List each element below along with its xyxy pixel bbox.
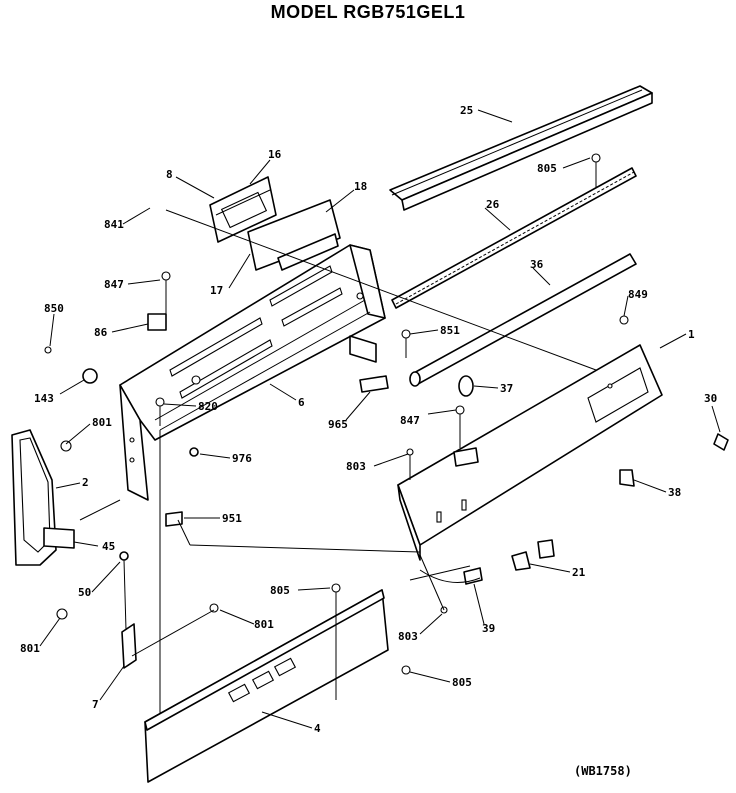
label-851: 851 — [440, 324, 460, 337]
part-25-trim — [389, 85, 653, 211]
part-18-panel — [247, 199, 341, 271]
label-805-right: 805 — [452, 676, 472, 689]
label-803-lower: 803 — [398, 630, 418, 643]
reference-lines — [79, 209, 597, 714]
label-36: 36 — [530, 258, 544, 271]
label-38: 38 — [668, 486, 681, 499]
label-803-mid: 803 — [346, 460, 366, 473]
label-849: 849 — [628, 288, 648, 301]
label-847-left: 847 — [104, 278, 124, 291]
label-805-bottom: 805 — [270, 584, 290, 597]
label-39: 39 — [482, 622, 495, 635]
label-37: 37 — [500, 382, 513, 395]
part-36-rod — [409, 253, 637, 387]
label-951: 951 — [222, 512, 242, 525]
label-801-lower: 801 — [20, 642, 40, 655]
part-6-backguard — [119, 244, 386, 501]
part-1-control-panel — [397, 344, 663, 561]
label-801-left: 801 — [92, 416, 112, 429]
label-8: 8 — [166, 168, 173, 181]
label-86: 86 — [94, 326, 108, 339]
label-805-top: 805 — [537, 162, 557, 175]
label-1: 1 — [688, 328, 695, 341]
part-16-module — [209, 176, 277, 243]
label-25: 25 — [460, 104, 473, 117]
drawing-code: (WB1758) — [574, 764, 632, 778]
label-965: 965 — [328, 418, 348, 431]
part-labels: 25 805 8 16 18 841 26 17 847 36 849 850 … — [20, 104, 717, 735]
label-leaders — [39, 109, 721, 729]
part-45-bracket — [43, 527, 75, 549]
label-45: 45 — [102, 540, 115, 553]
label-801-right: 801 — [254, 618, 274, 631]
label-18: 18 — [354, 180, 367, 193]
label-850: 850 — [44, 302, 64, 315]
label-847-right: 847 — [400, 414, 420, 427]
label-21: 21 — [572, 566, 586, 579]
label-143: 143 — [34, 392, 54, 405]
label-820: 820 — [198, 400, 218, 413]
hardware — [44, 153, 729, 700]
part-4-lower-panel — [144, 589, 389, 783]
model-title: MODEL RGB751GEL1 — [270, 2, 466, 22]
label-976: 976 — [232, 452, 252, 465]
label-50: 50 — [78, 586, 91, 599]
label-7: 7 — [92, 698, 99, 711]
label-6: 6 — [298, 396, 305, 409]
label-4: 4 — [314, 722, 321, 735]
label-16: 16 — [268, 148, 282, 161]
label-30: 30 — [704, 392, 717, 405]
label-26: 26 — [486, 198, 500, 211]
part-7-bracket — [121, 623, 137, 669]
label-2: 2 — [82, 476, 89, 489]
part-26-rail — [391, 167, 637, 309]
label-841: 841 — [104, 218, 124, 231]
label-17: 17 — [210, 284, 223, 297]
